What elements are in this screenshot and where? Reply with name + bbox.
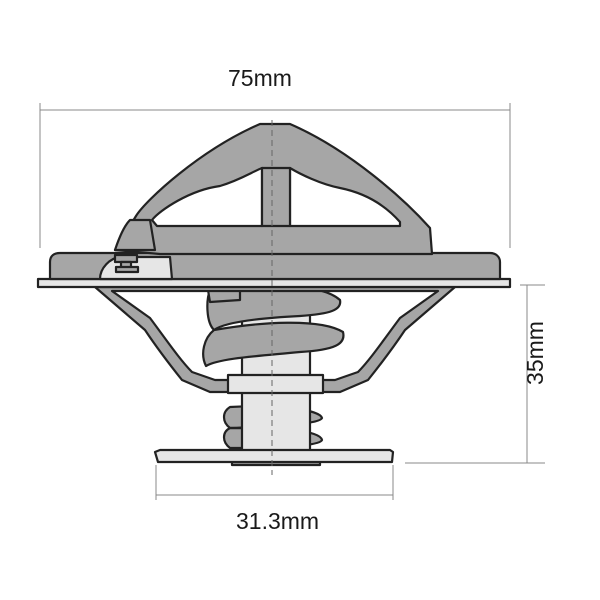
base-disc — [153, 448, 395, 464]
dimension-lines — [39, 103, 545, 500]
upper-frame — [113, 122, 434, 256]
upper-spring — [202, 284, 345, 368]
jiggle-valve — [98, 253, 174, 281]
height-dimension-label: 35mm — [522, 321, 548, 385]
lower-cup — [93, 285, 457, 395]
width-dimension-label: 75mm — [228, 65, 292, 91]
base-diameter-label: 31.3mm — [236, 508, 320, 534]
